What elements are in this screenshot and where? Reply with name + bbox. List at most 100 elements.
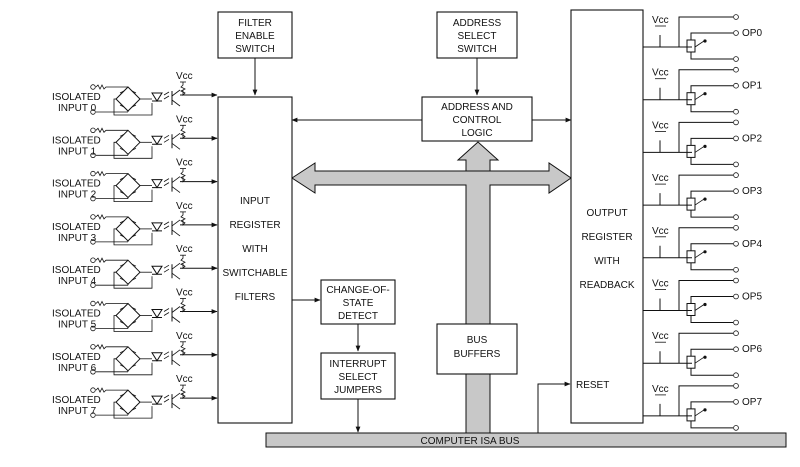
interrupt-select-jumpers: INTERRUPT SELECT JUMPERS: [320, 352, 396, 400]
optocoupler: [151, 92, 163, 102]
output-label: OP1: [742, 81, 762, 92]
vcc-label: Vcc: [652, 384, 669, 395]
terminal: [733, 346, 739, 353]
bridge-rectifier: [115, 346, 141, 372]
svg-text:ENABLE: ENABLE: [235, 31, 275, 42]
internal-data-bus: [291, 162, 572, 434]
output-label: OP7: [742, 397, 762, 408]
svg-text:SWITCH: SWITCH: [235, 44, 274, 55]
terminal: [90, 325, 96, 332]
svg-text:INTERRUPT: INTERRUPT: [329, 359, 386, 370]
optocoupler: [151, 352, 163, 362]
terminal: [733, 241, 739, 247]
svg-text:READBACK: READBACK: [579, 280, 634, 291]
terminal: [733, 214, 739, 220]
optocoupler: [151, 309, 163, 319]
svg-text:LOGIC: LOGIC: [461, 128, 492, 139]
isa-bus-label: COMPUTER ISA BUS: [421, 436, 520, 447]
vcc-label: Vcc: [176, 244, 193, 255]
input-label: INPUT 3: [58, 233, 97, 244]
terminal: [90, 387, 96, 393]
terminal: [90, 214, 96, 220]
vcc-label: Vcc: [176, 374, 193, 385]
output-label: OP6: [742, 344, 762, 355]
input-label: ISOLATED: [52, 179, 101, 190]
relay-coil: [686, 39, 696, 53]
svg-text:BUS: BUS: [467, 335, 488, 346]
bridge-rectifier: [115, 259, 141, 285]
terminal: [733, 293, 739, 300]
optocoupler: [151, 135, 163, 146]
terminal: [733, 30, 739, 36]
terminal: [733, 277, 739, 284]
output-label: OP2: [742, 133, 762, 144]
svg-text:SWITCHABLE: SWITCHABLE: [222, 268, 287, 279]
terminal: [733, 119, 739, 126]
output-label: OP3: [742, 186, 762, 197]
input-label: ISOLATED: [52, 135, 101, 146]
terminal: [733, 383, 739, 389]
terminal: [733, 425, 739, 431]
filter-enable-switch: FILTER ENABLE SWITCH: [217, 11, 293, 59]
terminal: [733, 172, 739, 178]
svg-text:ADDRESS: ADDRESS: [453, 18, 502, 29]
vcc-label: Vcc: [652, 68, 669, 79]
terminal: [90, 369, 96, 375]
input-label: INPUT 0: [58, 103, 97, 114]
svg-text:STATE: STATE: [343, 298, 374, 309]
bridge-rectifier: [115, 86, 141, 112]
terminal: [733, 330, 739, 337]
input-register: INPUT REGISTER WITH SWITCHABLE FILTERS: [217, 96, 293, 424]
output-label: OP4: [742, 239, 762, 250]
terminal: [90, 300, 96, 307]
optocoupler: [151, 222, 163, 232]
vcc-label: Vcc: [176, 201, 193, 212]
vcc-label: Vcc: [652, 226, 669, 237]
input-label: ISOLATED: [52, 352, 101, 363]
output-label: OP5: [742, 292, 762, 303]
svg-text:ADDRESS AND: ADDRESS AND: [441, 102, 513, 113]
input-label: INPUT 1: [58, 146, 97, 157]
terminal: [733, 56, 739, 62]
svg-text:FILTER: FILTER: [238, 18, 272, 29]
vcc-label: Vcc: [652, 15, 669, 26]
bus-buffers: BUS BUFFERS: [436, 323, 518, 375]
svg-text:OUTPUT: OUTPUT: [586, 208, 627, 219]
vcc-label: Vcc: [652, 120, 669, 131]
bridge-rectifier: [115, 302, 141, 329]
relay-coil: [686, 197, 696, 211]
relay-coil: [686, 303, 696, 316]
terminal: [733, 225, 739, 231]
terminal: [90, 239, 96, 245]
terminal: [733, 161, 739, 168]
vcc-label: Vcc: [652, 279, 669, 290]
address-control-logic: ADDRESS AND CONTROL LOGIC: [421, 96, 533, 142]
input-label: ISOLATED: [52, 92, 101, 103]
input-label: INPUT 7: [58, 406, 97, 417]
terminal: [90, 257, 96, 263]
terminal: [733, 372, 739, 379]
terminal: [90, 282, 96, 288]
relay-coil: [686, 250, 696, 264]
relay-coil: [686, 408, 696, 422]
vcc-label: Vcc: [176, 158, 193, 169]
reset-label: RESET: [576, 380, 609, 391]
vcc-label: Vcc: [652, 331, 669, 342]
input-label: INPUT 2: [58, 190, 97, 201]
bridge-rectifier: [115, 129, 141, 156]
optocoupler: [151, 265, 163, 276]
svg-text:CONTROL: CONTROL: [453, 115, 502, 126]
vcc-label: Vcc: [176, 288, 193, 299]
vcc-label: Vcc: [176, 71, 193, 82]
